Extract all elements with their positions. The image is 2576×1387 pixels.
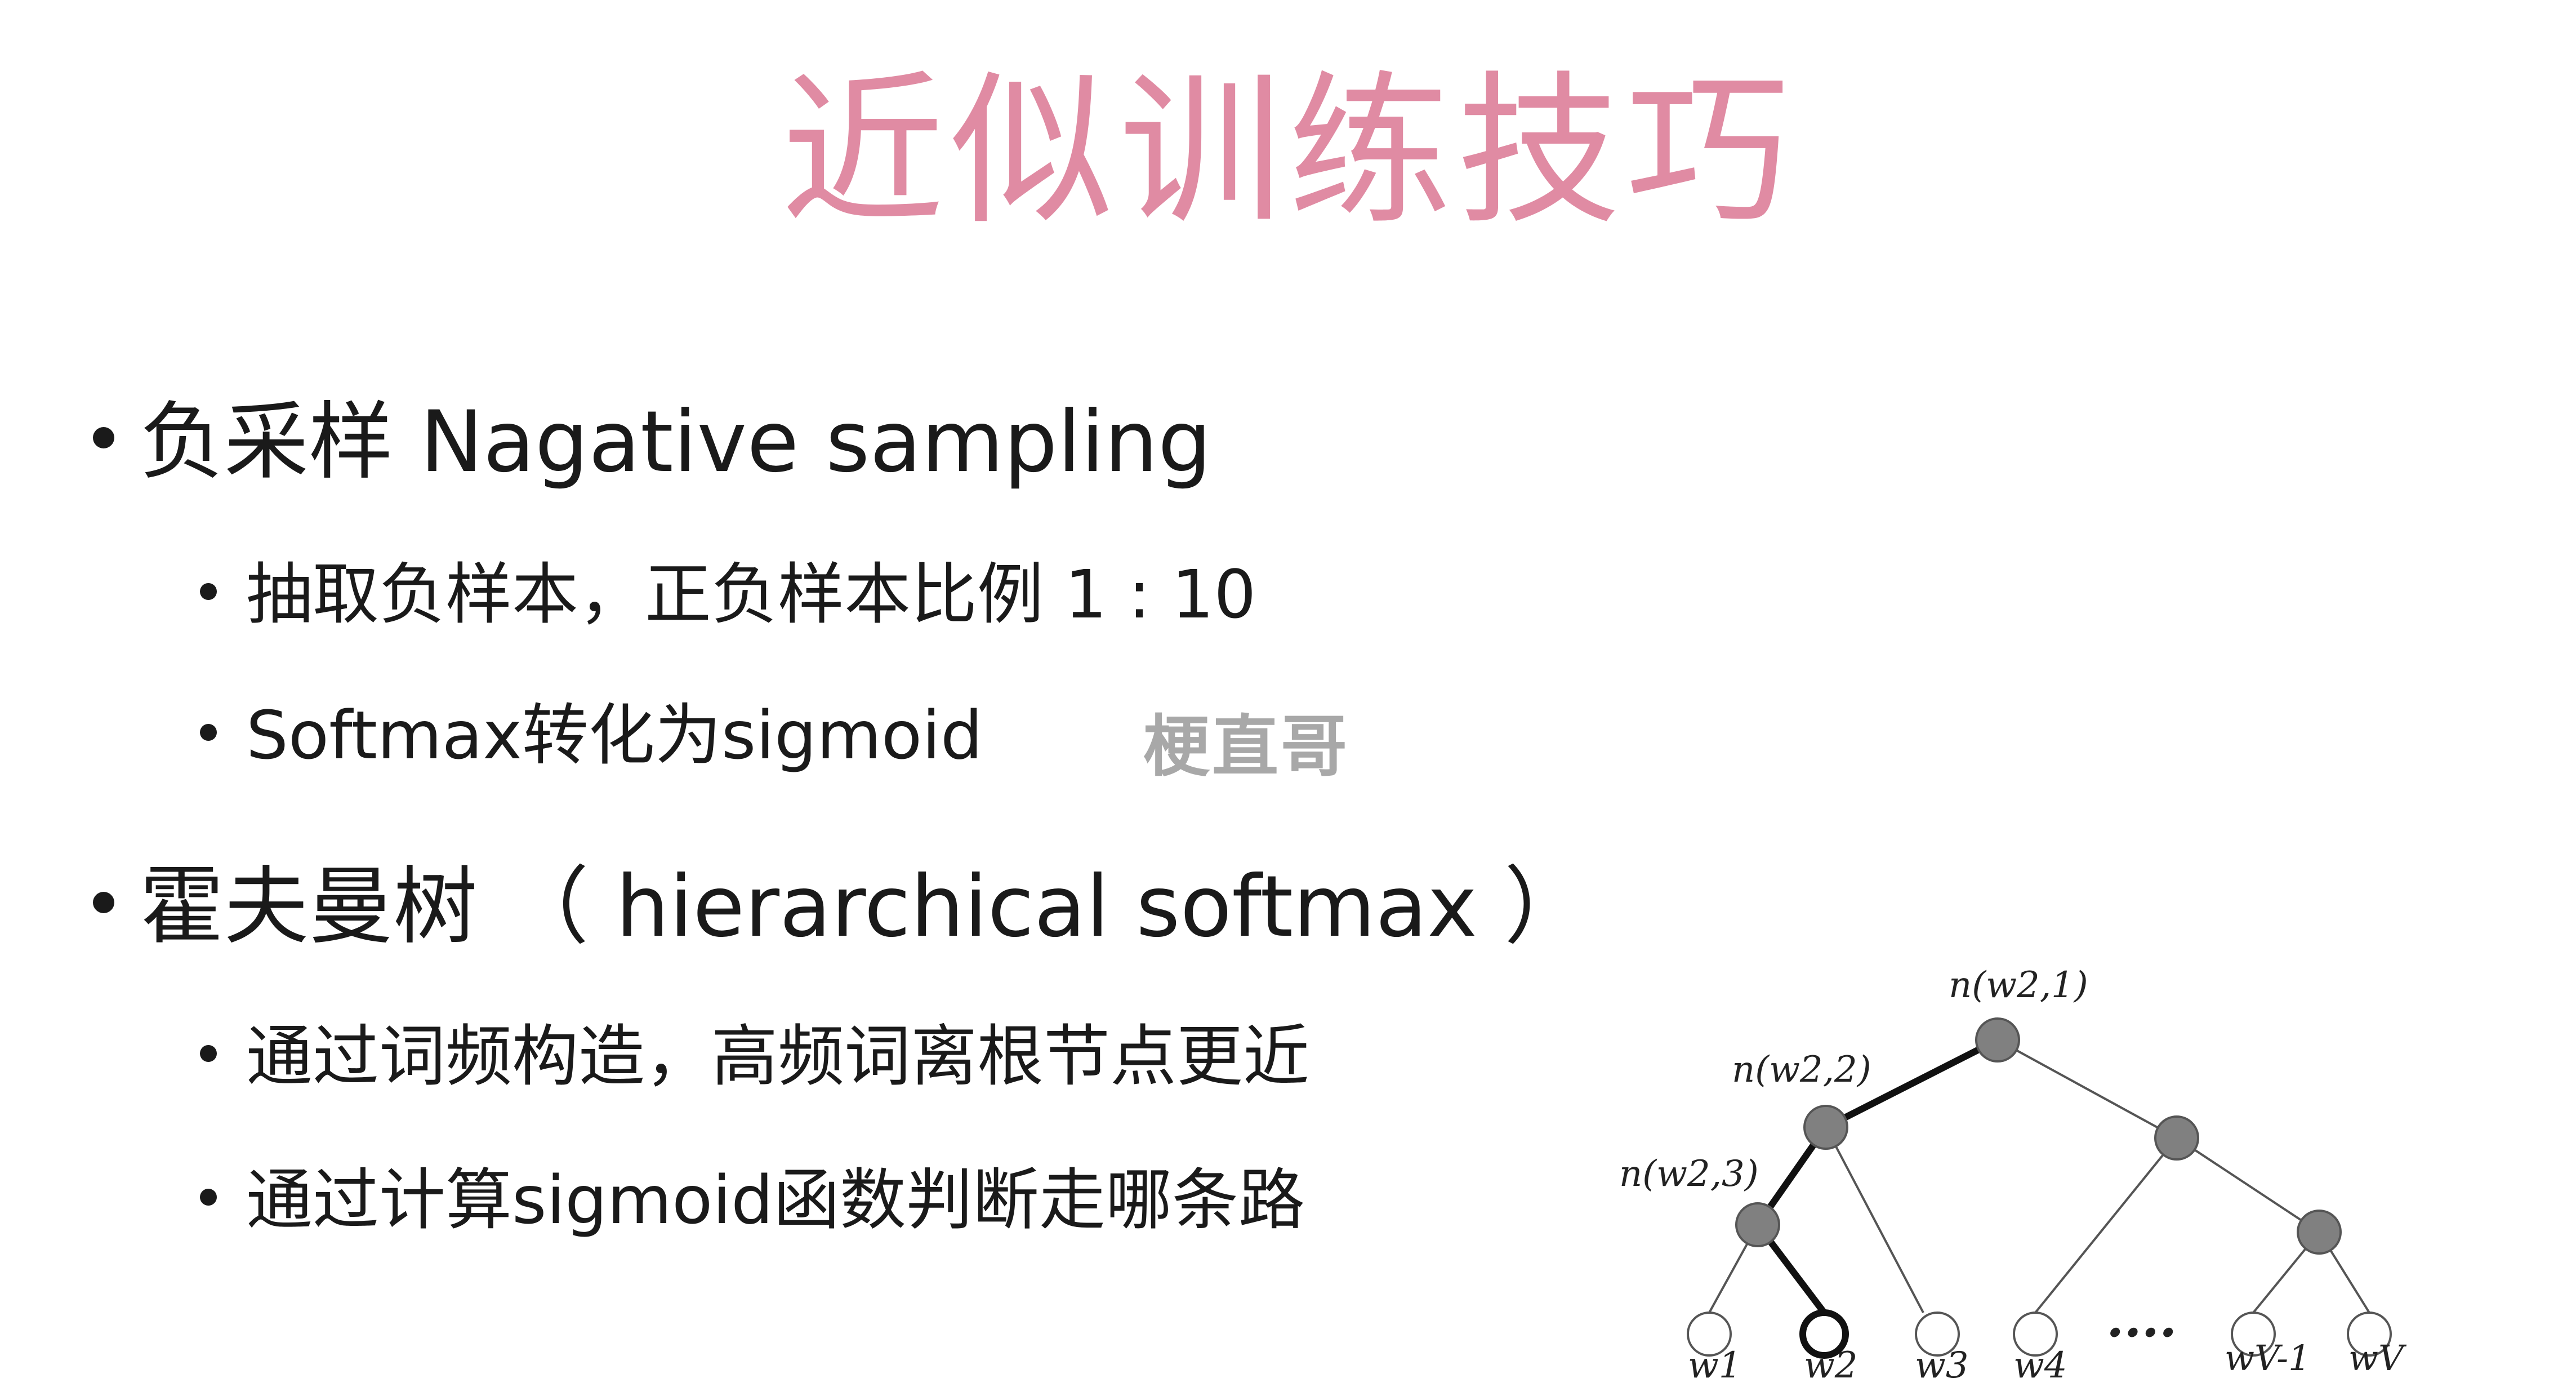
node-level3-right [2297, 1210, 2342, 1255]
leaf-labels: w1 w2 w3 w4 .... wV-1 wV [1688, 1289, 2407, 1380]
bullet-dot [200, 1188, 217, 1206]
bullet-negative-sampling: 负采样 Nagative sampling [93, 392, 1211, 493]
node-level2-right [2154, 1115, 2199, 1161]
label-root: n(w2,1) [1949, 964, 2088, 1006]
watermark: 梗直哥 [1143, 708, 1350, 785]
edge-r2-w4 [2034, 1137, 2178, 1314]
sub-bullet-softmax-sigmoid: Softmax转化为sigmoid [200, 696, 983, 775]
label-level2: n(w2,2) [1732, 1049, 1871, 1091]
leaf-label-wv: wV [2348, 1337, 2407, 1379]
node-labels: n(w2,1) n(w2,2) n(w2,3) [1619, 964, 2088, 1195]
sub-bullet-text: 通过词频构造，高频词离根节点更近 [246, 1017, 1310, 1095]
leaf-label-w1: w1 [1688, 1345, 1742, 1380]
bullet-dot [200, 583, 217, 600]
leaf-w4 [2013, 1312, 2058, 1357]
bullet-huffman-tree: 霍夫曼树 （ hierarchical softmax ） [93, 856, 1589, 958]
leaf-label-w4: w4 [2013, 1345, 2067, 1380]
leaf-label-w2: w2 [1804, 1345, 1858, 1380]
node-level2-left [1803, 1105, 1848, 1150]
bullet-text: 霍夫曼树 （ hierarchical softmax ） [140, 858, 1589, 956]
leaf-nodes [1687, 1309, 2392, 1359]
slide-title: 近似训练技巧 [781, 57, 1795, 247]
node-root [1975, 1017, 2020, 1063]
sub-bullet-text: 通过计算sigmoid函数判断走哪条路 [246, 1161, 1305, 1239]
huffman-tree-diagram: n(w2,1) n(w2,2) n(w2,3) w1 w2 w3 w4 ....… [1619, 964, 2407, 1380]
label-level3: n(w2,3) [1619, 1153, 1759, 1195]
edge-root-left [1824, 1037, 1999, 1131]
leaf-wv [2347, 1312, 2392, 1357]
leaf-wv1 [2231, 1312, 2276, 1357]
sub-bullet-frequency: 通过词频构造，高频词离根节点更近 [200, 1017, 1309, 1096]
bullet-dot [93, 426, 114, 448]
leaf-ellipsis: .... [2106, 1289, 2177, 1349]
sub-bullet-text: 抽取负样本，正负样本比例 1 : 10 [246, 555, 1256, 633]
leaf-w1 [1687, 1312, 1732, 1357]
edge-root-right [1997, 1039, 2177, 1139]
leaf-label-w3: w3 [1915, 1345, 1969, 1380]
leaf-w3 [1915, 1312, 1960, 1357]
leaf-label-wv1: wV-1 [2225, 1337, 2311, 1379]
edge-l2-right [1825, 1127, 1924, 1313]
bullet-dot [93, 891, 114, 913]
bullet-dot [200, 1044, 217, 1062]
internal-nodes [1735, 1017, 2342, 1255]
bullet-dot [200, 723, 217, 741]
node-level3-left [1735, 1202, 1780, 1247]
leaf-w2 [1799, 1309, 1849, 1359]
sub-bullet-text: Softmax转化为sigmoid [246, 696, 983, 774]
sub-bullet-sigmoid-path: 通过计算sigmoid函数判断走哪条路 [200, 1161, 1305, 1239]
bullet-text: 负采样 Nagative sampling [140, 393, 1212, 491]
edge-r2-r3 [2176, 1137, 2320, 1233]
sub-bullet-sample-ratio: 抽取负样本，正负样本比例 1 : 10 [200, 555, 1256, 634]
